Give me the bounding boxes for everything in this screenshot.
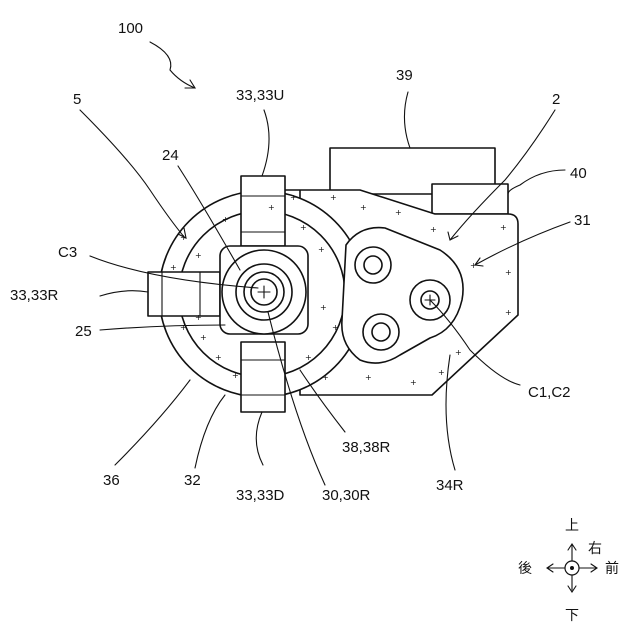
svg-text:+: + [215,353,222,362]
svg-text:+: + [455,348,462,357]
label-31: 31 [574,212,591,229]
leader-5 [80,110,185,238]
svg-text:+: + [222,215,229,224]
svg-text:+: + [200,333,207,342]
leader-39 [404,92,410,148]
leader-40 [508,170,565,194]
dir-front: 前 [605,560,619,577]
leader-100 [150,42,195,88]
svg-text:+: + [320,303,327,312]
svg-text:+: + [268,203,275,212]
leader-33u [262,110,269,176]
svg-text:+: + [290,193,297,202]
label-34r: 34R [436,477,464,494]
label-c1c2: C1,C2 [528,384,571,401]
label-100: 100 [118,20,143,37]
svg-text:+: + [438,368,445,377]
svg-text:+: + [170,263,177,272]
svg-text:+: + [300,223,307,232]
label-5: 5 [73,91,81,108]
leader-33d [256,412,263,465]
svg-text:+: + [330,193,337,202]
svg-text:+: + [232,371,239,380]
label-36: 36 [103,472,120,489]
label-39: 39 [396,67,413,84]
leader-32 [195,395,225,468]
label-24: 24 [162,147,179,164]
label-32: 32 [184,472,201,489]
label-25: 25 [75,323,92,340]
svg-text:+: + [332,323,339,332]
label-38: 38,38R [342,439,391,456]
label-30: 30,30R [322,487,371,504]
label-33d: 33,33D [236,487,285,504]
svg-text:+: + [322,373,329,382]
label-2: 2 [552,91,560,108]
bracket-33u [241,176,285,246]
svg-text:+: + [505,308,512,317]
svg-text:+: + [505,268,512,277]
leader-36 [115,380,190,465]
label-c3: C3 [58,244,77,261]
bearing-bottom-inner [372,323,390,341]
out-of-page-dot [570,566,574,570]
label-33u: 33,33U [236,87,284,104]
dir-down: 下 [565,608,579,624]
svg-text:+: + [180,323,187,332]
svg-text:+: + [305,353,312,362]
svg-text:+: + [430,225,437,234]
dir-right: 右 [588,541,602,557]
svg-text:+: + [395,208,402,217]
svg-text:+: + [410,378,417,387]
svg-text:+: + [318,245,325,254]
label-33r: 33,33R [10,287,59,304]
bearing-top-inner [364,256,382,274]
dir-up: 上 [565,518,579,534]
bracket-33r [148,272,220,316]
direction-indicator: 上 下 後 前 右 [518,518,619,624]
leader-33r [100,291,148,296]
dir-back: 後 [518,561,532,577]
label-40: 40 [570,165,587,182]
svg-text:+: + [195,313,202,322]
svg-text:+: + [195,251,202,260]
svg-text:+: + [365,373,372,382]
svg-text:+: + [500,223,507,232]
svg-text:+: + [360,203,367,212]
